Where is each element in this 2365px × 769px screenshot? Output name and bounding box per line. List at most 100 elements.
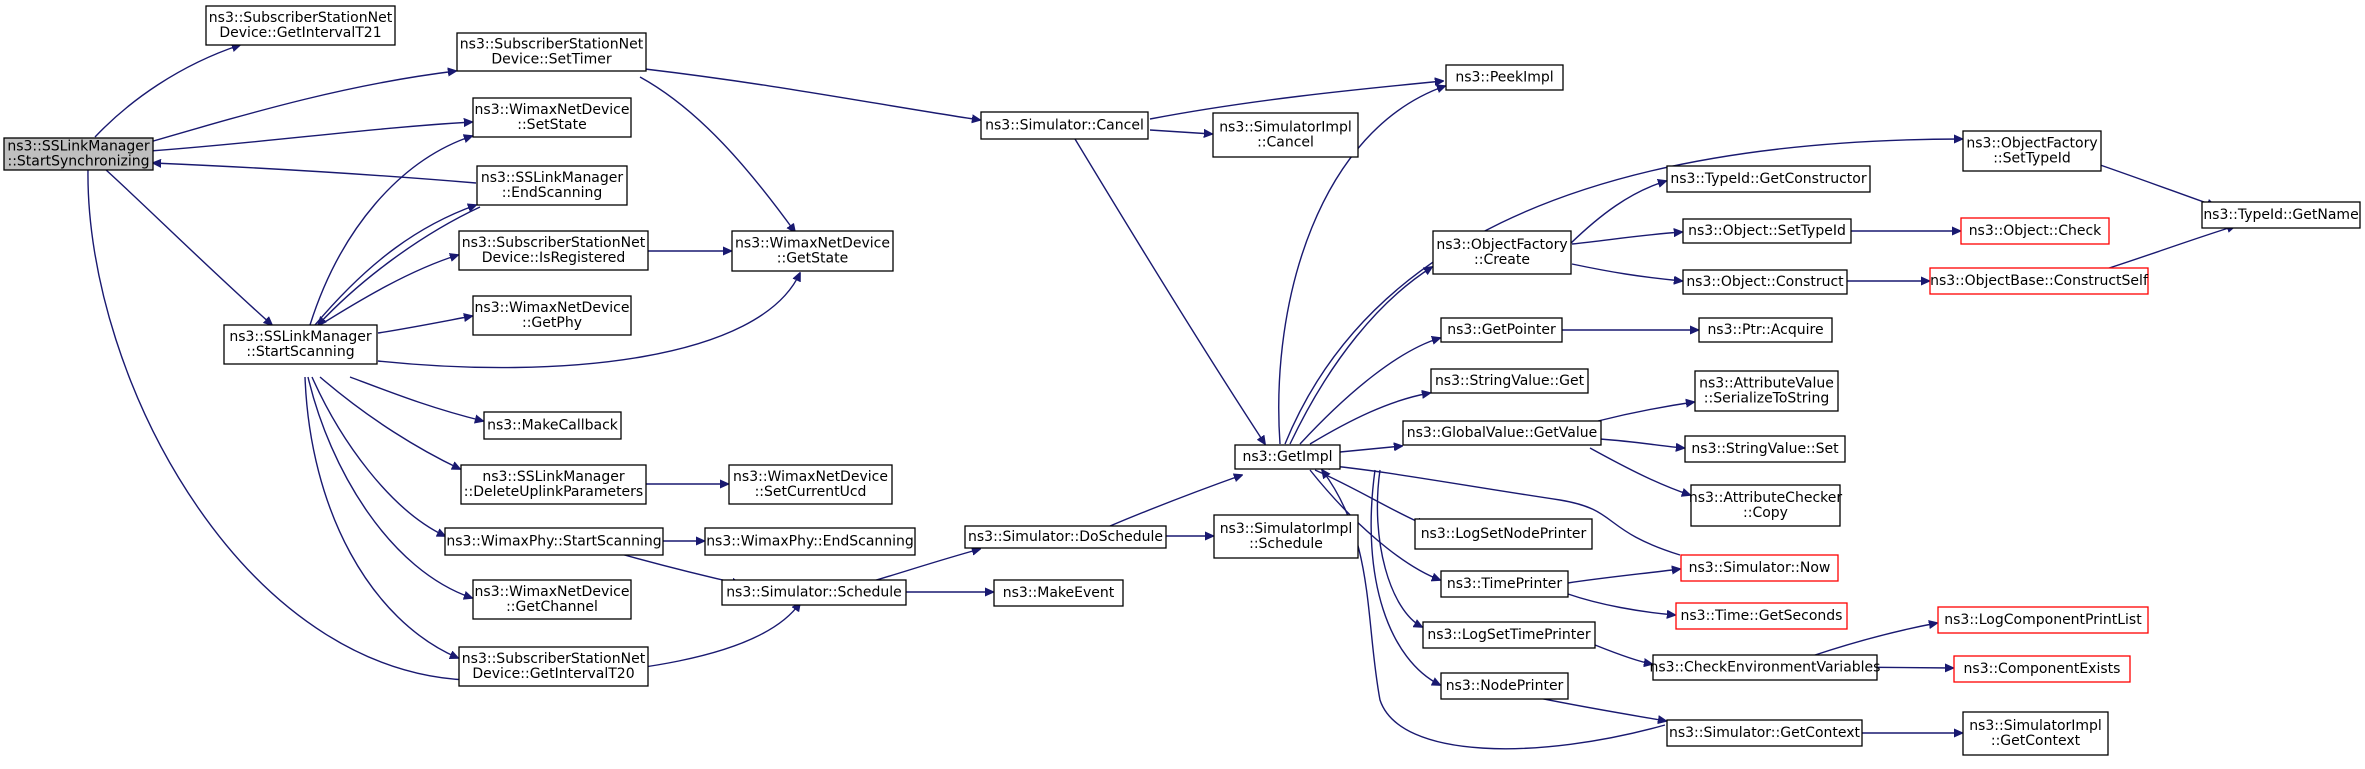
node-label: ns3::WimaxNetDevice [735,236,890,252]
node-box [476,165,628,206]
node-makecallback[interactable]: ns3::MakeCallback [483,411,622,440]
node-label: ns3::AttributeChecker [1689,490,1843,506]
edge-getimpl-to-timeprinter [1309,469,1440,580]
edge-schedule-to-doschedule [869,549,980,583]
node-attributevalue-serializetostring[interactable]: ns3::AttributeValue::SerializeToString [1694,370,1839,412]
node-label: ns3::WimaxNetDevice [733,469,888,485]
node-box [1440,317,1563,343]
node-makeevent[interactable]: ns3::MakeEvent [993,579,1124,607]
node-ptr-acquire[interactable]: ns3::Ptr::Acquire [1698,317,1833,343]
node-sslinkmanager-endscanning[interactable]: ns3::SSLinkManager::EndScanning [476,165,628,206]
node-wimaxnetdevice-setcurrentucd[interactable]: ns3::WimaxNetDevice::SetCurrentUcd [728,464,893,505]
node-box [472,579,632,620]
node-label: ns3::Simulator::Schedule [726,585,902,601]
node-label: ::Cancel [1257,135,1314,151]
call-edges [87,45,2235,750]
node-box [1682,218,1852,244]
node-wimaxnetdevice-getstate[interactable]: ns3::WimaxNetDevice::GetState [731,230,894,272]
node-logsettimeprinter[interactable]: ns3::LogSetTimePrinter [1422,621,1596,649]
node-label: ns3::PeekImpl [1455,70,1553,86]
node-simulatorimpl-schedule[interactable]: ns3::SimulatorImpl::Schedule [1213,514,1359,559]
node-simulator-schedule[interactable]: ns3::Simulator::Schedule [721,579,907,606]
node-label: ns3::SSLinkManager [481,170,624,186]
node-simulatorimpl-getcontext[interactable]: ns3::SimulatorImpl::GetContext [1962,711,2109,756]
node-subscriberstationnetdevice-isregistered[interactable]: ns3::SubscriberStationNetDevice::IsRegis… [458,230,649,271]
edge-getimpl-to-logsettimeprinter [1376,469,1422,627]
node-simulator-doschedule[interactable]: ns3::Simulator::DoSchedule [964,525,1167,549]
edge-ofcreate-to-objsettypeid [1571,232,1682,245]
node-peekimpl[interactable]: ns3::PeekImpl [1445,64,1564,91]
node-label: Device::IsRegistered [482,250,626,266]
node-objectbase-constructself[interactable]: ns3::ObjectBase::ConstructSelf [1929,267,2149,295]
node-object-construct[interactable]: ns3::Object::Construct [1682,269,1848,295]
node-subscriberstationnetdevice-settimer[interactable]: ns3::SubscriberStationNetDevice::SetTime… [456,32,647,72]
node-simulator-cancel[interactable]: ns3::Simulator::Cancel [980,111,1149,140]
edge-startscanning-to-getchannel [307,376,472,598]
node-subscriberstationnetdevice-getintervalt20[interactable]: ns3::SubscriberStationNetDevice::GetInte… [458,646,649,687]
node-label: ns3::LogSetTimePrinter [1427,627,1591,643]
node-simulator-now[interactable]: ns3::Simulator::Now [1680,554,1839,582]
edge-timeprinter-to-getseconds [1567,593,1675,615]
edge-settimer-to-getstate [639,76,795,232]
node-label: ns3::Object::Check [1969,223,2102,239]
node-nodeprinter[interactable]: ns3::NodePrinter [1440,672,1569,700]
node-stringvalue-get[interactable]: ns3::StringValue::Get [1430,368,1589,394]
node-time-getseconds[interactable]: ns3::Time::GetSeconds [1675,602,1848,630]
node-attributechecker-copy[interactable]: ns3::AttributeChecker::Copy [1689,484,1843,527]
node-wimaxphy-startscanning[interactable]: ns3::WimaxPhy::StartScanning [444,527,664,556]
node-box [483,411,622,440]
node-getpointer[interactable]: ns3::GetPointer [1440,317,1563,343]
node-wimaxnetdevice-getphy[interactable]: ns3::WimaxNetDevice::GetPhy [472,295,632,336]
edge-root-to-getintervalt21 [94,45,240,138]
node-getimpl[interactable]: ns3::GetImpl [1234,444,1341,470]
node-sslinkmanager-startsynchronizing[interactable]: ns3::SSLinkManager::StartSynchronizing [3,137,154,171]
node-box [1684,435,1846,463]
node-globalvalue-getvalue[interactable]: ns3::GlobalValue::GetValue [1402,420,1602,446]
edge-globalgetvalue-to-serializetostring [1597,402,1694,422]
node-logcomponentprintlist[interactable]: ns3::LogComponentPrintList [1937,606,2149,634]
node-box [1698,317,1833,343]
node-label: ns3::CheckEnvironmentVariables [1650,660,1881,676]
node-typeid-getconstructor[interactable]: ns3::TypeId::GetConstructor [1666,165,1871,193]
node-object-check[interactable]: ns3::Object::Check [1960,217,2110,245]
node-label: ns3::SSLinkManager [482,469,625,485]
edge-phystartscanning-to-schedule [609,550,740,584]
edge-globalgetvalue-to-checkercopy [1589,447,1690,495]
node-simulatorimpl-cancel[interactable]: ns3::SimulatorImpl::Cancel [1212,112,1359,158]
edge-root-to-schedule [87,168,800,681]
node-wimaxphy-endscanning[interactable]: ns3::WimaxPhy::EndScanning [704,527,916,556]
node-box [1694,370,1839,412]
edge-startscanning-to-getphy [377,316,472,334]
node-simulator-getcontext[interactable]: ns3::Simulator::GetContext [1666,719,1863,747]
node-label: ns3::SimulatorImpl [1219,120,1352,136]
edge-globalgetvalue-to-stringvalueset [1599,438,1684,448]
node-typeid-getname[interactable]: ns3::TypeId::GetName [2201,201,2361,229]
edge-settimer-to-cancel [644,68,980,120]
node-label: ns3::GlobalValue::GetValue [1407,425,1597,441]
node-objectfactory-create[interactable]: ns3::ObjectFactory::Create [1432,230,1572,275]
node-wimaxnetdevice-getchannel[interactable]: ns3::WimaxNetDevice::GetChannel [472,579,632,620]
node-sslinkmanager-startscanning[interactable]: ns3::SSLinkManager::StartScanning [223,324,378,365]
node-logsetnodeprinter[interactable]: ns3::LogSetNodePrinter [1414,518,1593,550]
node-timeprinter[interactable]: ns3::TimePrinter [1440,570,1569,598]
edge-getcontext-to-getimpl [1322,470,1666,750]
node-box [1402,420,1602,446]
node-box [1675,602,1848,630]
node-subscriberstationnetdevice-getintervalt21[interactable]: ns3::SubscriberStationNetDevice::GetInte… [205,5,396,46]
node-checkenvironmentvariables[interactable]: ns3::CheckEnvironmentVariables [1650,654,1881,681]
node-label: ns3::GetPointer [1447,322,1556,338]
node-objectfactory-settypeid[interactable]: ns3::ObjectFactory::SetTypeId [1962,130,2102,172]
node-componentexists[interactable]: ns3::ComponentExists [1953,655,2131,683]
node-stringvalue-set[interactable]: ns3::StringValue::Set [1684,435,1846,463]
node-label: ::SetState [517,117,586,133]
edge-now-to-getimpl [1322,465,1681,556]
node-label: ns3::SubscriberStationNet [462,651,646,667]
node-label: ns3::WimaxNetDevice [475,584,630,600]
node-box [3,137,154,171]
edge-endscanning-to-root [153,163,477,184]
node-label: ::SerializeToString [1704,391,1829,407]
node-wimaxnetdevice-setstate[interactable]: ns3::WimaxNetDevice::SetState [472,97,632,138]
node-box [1666,165,1871,193]
node-sslinkmanager-deleteuplinkparameters[interactable]: ns3::SSLinkManager::DeleteUplinkParamete… [460,464,647,505]
node-object-settypeid[interactable]: ns3::Object::SetTypeId [1682,218,1852,244]
